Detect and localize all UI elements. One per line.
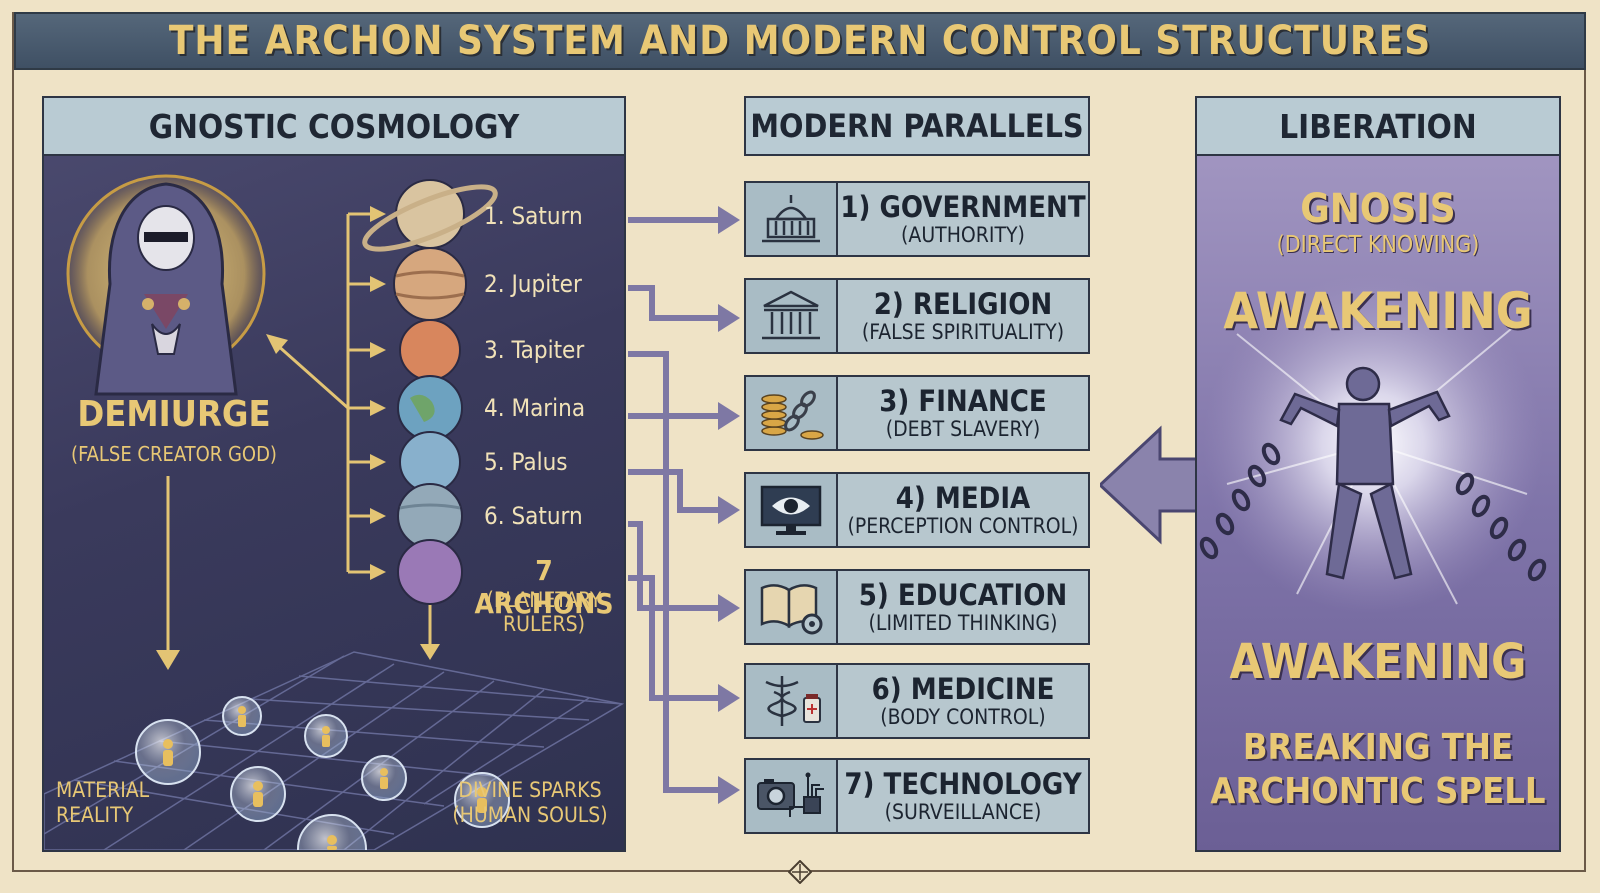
card-media-title: 4) MEDIA — [895, 481, 1031, 515]
card-media: 4) MEDIA (PERCEPTION CONTROL) — [744, 472, 1090, 548]
card-finance-body: 3) FINANCE (DEBT SLAVERY) — [838, 377, 1088, 449]
gnosis-title: GNOSIS — [1300, 186, 1456, 232]
card-government-title: 1) GOVERNMENT — [840, 190, 1086, 224]
demiurge-label: DEMIURGE — [77, 394, 271, 435]
demiurge-figure — [66, 174, 266, 396]
archons-title: 7 ARCHONS — [474, 554, 614, 620]
temple-icon — [746, 280, 838, 352]
awakened-figure — [1279, 366, 1451, 580]
connector-arrows — [628, 206, 740, 804]
page-title: THE ARCHON SYSTEM AND MODERN CONTROL STR… — [168, 18, 1432, 64]
planet-tapiter — [399, 319, 461, 381]
card-religion-title: 2) RELIGION — [873, 287, 1053, 321]
bottom-ornament-icon — [788, 860, 812, 884]
liberation-header: LIBERATION — [1197, 98, 1559, 156]
card-medicine-title: 6) MEDICINE — [871, 672, 1055, 706]
card-medicine-sub: (BODY CONTROL) — [880, 705, 1046, 729]
breaking-line-2: ARCHONTIC SPELL — [1210, 771, 1546, 812]
archons-sub-1: (PLANETARY — [486, 588, 602, 612]
planet-saturn-6 — [397, 483, 463, 549]
liberation-panel: LIBERATION — [1195, 96, 1561, 852]
planet-archons — [397, 539, 463, 605]
card-religion: 2) RELIGION (FALSE SPIRITUALITY) — [744, 278, 1090, 354]
gnostic-cosmology-panel: GNOSTIC COSMOLOGY — [42, 96, 626, 852]
planet-label-1: 1. Saturn — [484, 202, 583, 230]
card-education-sub: (LIMITED THINKING) — [868, 611, 1058, 635]
card-medicine: 6) MEDICINE (BODY CONTROL) — [744, 663, 1090, 739]
card-finance-title: 3) FINANCE — [879, 384, 1047, 418]
card-technology-sub: (SURVEILLANCE) — [884, 800, 1042, 824]
breaking-line-1: BREAKING THE — [1242, 727, 1514, 768]
planet-label-2: 2. Jupiter — [484, 270, 582, 298]
planet-jupiter — [393, 247, 467, 321]
soul-bubbles — [135, 696, 510, 850]
divine-sparks-label: DIVINE SPARKS (HUMAN SOULS) — [440, 778, 620, 828]
card-finance-sub: (DEBT SLAVERY) — [885, 417, 1041, 441]
archons-sub-2: RULERS) — [503, 612, 585, 636]
card-education: 5) EDUCATION (LIMITED THINKING) — [744, 569, 1090, 645]
material-reality-label: MATERIAL REALITY — [56, 778, 149, 828]
camera-chip-icon — [746, 760, 838, 832]
card-education-title: 5) EDUCATION — [858, 578, 1068, 612]
planet-label-4: 4. Marina — [484, 394, 586, 422]
card-government-body: 1) GOVERNMENT (AUTHORITY) — [838, 183, 1088, 255]
cosmology-arrows — [156, 206, 440, 670]
planets — [362, 179, 498, 605]
book-gear-icon — [746, 571, 838, 643]
material-line-2: REALITY — [56, 803, 134, 827]
planet-label-3: 3. Tapiter — [484, 336, 585, 364]
broken-chains — [1199, 442, 1547, 582]
card-religion-body: 2) RELIGION (FALSE SPIRITUALITY) — [838, 280, 1088, 352]
sparks-line-1: DIVINE SPARKS — [458, 778, 602, 802]
title-bar: THE ARCHON SYSTEM AND MODERN CONTROL STR… — [14, 12, 1586, 70]
sparks-line-2: (HUMAN SOULS) — [452, 803, 608, 827]
planet-label-5: 5. Palus — [484, 448, 568, 476]
planet-label-6: 6. Saturn — [484, 502, 583, 530]
card-government: 1) GOVERNMENT (AUTHORITY) — [744, 181, 1090, 257]
eye-monitor-icon — [746, 474, 838, 546]
card-finance: 3) FINANCE (DEBT SLAVERY) — [744, 375, 1090, 451]
awakening-illustration — [1199, 274, 1547, 614]
gnostic-cosmology-header: GNOSTIC COSMOLOGY — [44, 98, 624, 156]
breaking-spell: BREAKING THE ARCHONTIC SPELL — [1197, 726, 1559, 814]
card-government-sub: (AUTHORITY) — [901, 223, 1025, 247]
card-media-body: 4) MEDIA (PERCEPTION CONTROL) — [838, 474, 1088, 546]
material-line-1: MATERIAL — [56, 778, 150, 802]
awakening-top: AWAKENING — [1223, 282, 1533, 340]
gnosis-sub: (DIRECT KNOWING) — [1276, 232, 1480, 258]
card-religion-sub: (FALSE SPIRITUALITY) — [861, 320, 1065, 344]
cosmology-illustration — [44, 174, 624, 850]
caduceus-icon — [746, 665, 838, 737]
awakening-bottom: AWAKENING — [1229, 634, 1527, 690]
capitol-icon — [746, 183, 838, 255]
demiurge-sub: (FALSE CREATOR GOD) — [71, 442, 277, 466]
card-medicine-body: 6) MEDICINE (BODY CONTROL) — [838, 665, 1088, 737]
card-technology-title: 7) TECHNOLOGY — [844, 767, 1082, 801]
coins-chain-icon — [746, 377, 838, 449]
card-education-body: 5) EDUCATION (LIMITED THINKING) — [838, 571, 1088, 643]
card-media-sub: (PERCEPTION CONTROL) — [847, 514, 1079, 538]
card-technology-body: 7) TECHNOLOGY (SURVEILLANCE) — [838, 760, 1088, 832]
modern-parallels-header: MODERN PARALLELS — [744, 96, 1090, 156]
card-technology: 7) TECHNOLOGY (SURVEILLANCE) — [744, 758, 1090, 834]
